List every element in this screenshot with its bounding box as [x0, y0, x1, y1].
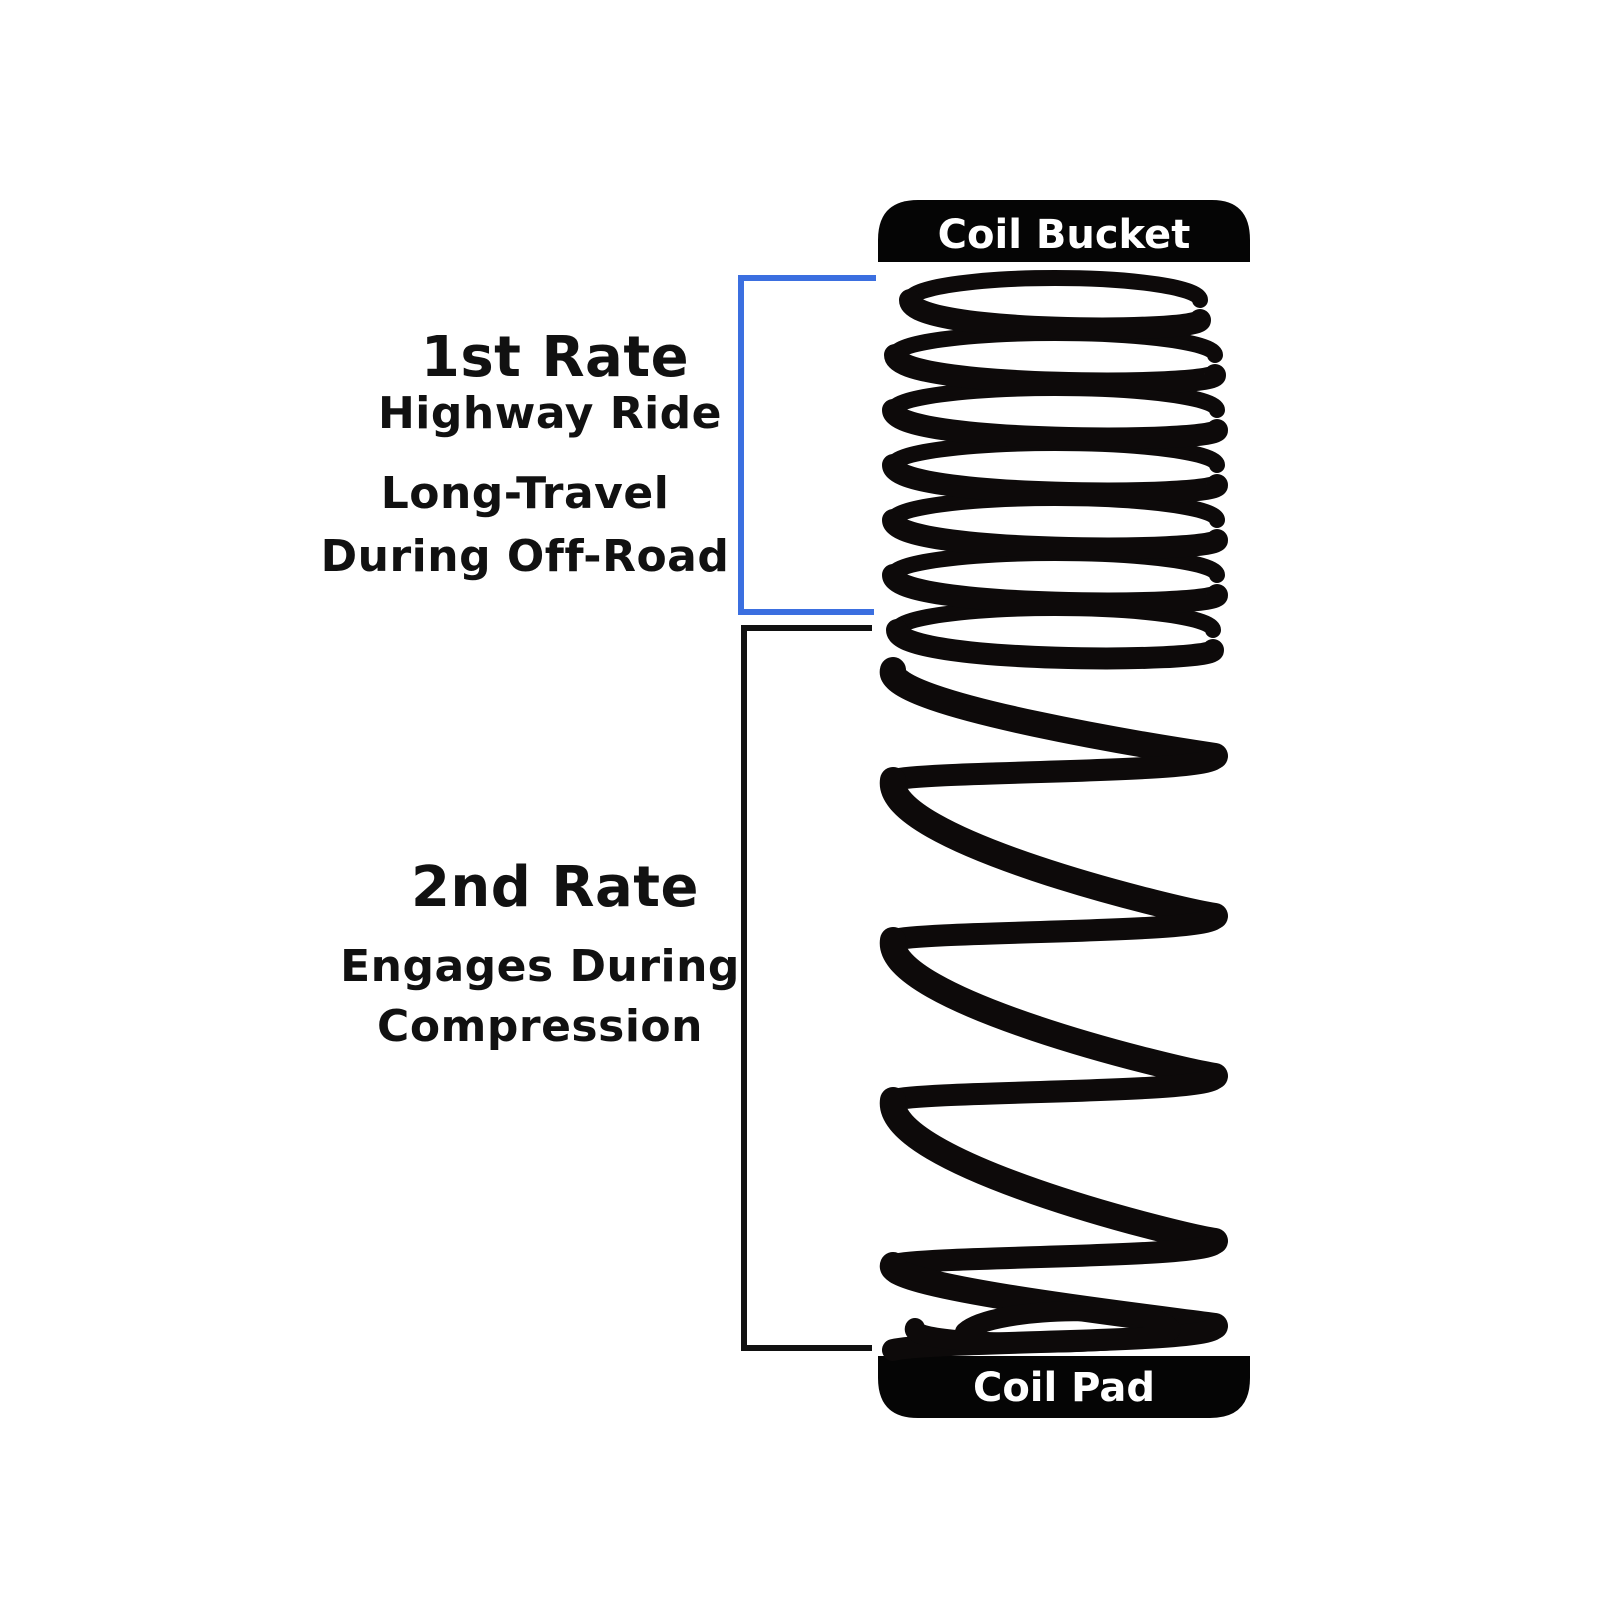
spring-coil-segment [882, 564, 1228, 615]
second-rate-line-engages: Engages During [340, 941, 740, 992]
coil-bucket-cap [878, 200, 1250, 262]
spring-coil-segment [882, 399, 1228, 450]
second-rate-title: 2nd Rate [410, 855, 700, 920]
first-rate-line-long-travel: Long-Travel [380, 468, 670, 519]
spring-coil-segment [882, 1065, 1227, 1111]
first-rate-line-off-road: During Off-Road [320, 531, 730, 582]
spring-coil-segment [902, 270, 1208, 308]
spring-coil-segment [899, 289, 1211, 340]
coil-bucket-label: Coil Bucket [937, 212, 1191, 258]
spring-coil-segment [880, 657, 1228, 769]
spring-coil-segment [884, 344, 1226, 395]
spring-coil-segment [879, 1252, 1228, 1339]
coil-pad-cap [878, 1356, 1250, 1418]
second-rate-bracket [741, 625, 872, 1351]
spring-coil-segment [880, 767, 1228, 929]
spring-coil-segment [904, 1301, 1181, 1353]
first-rate-line-highway: Highway Ride [377, 388, 722, 439]
spring-coil-segment [882, 745, 1227, 791]
spring-coil-segment [886, 619, 1224, 670]
coil-spring-icon [879, 270, 1228, 1361]
coil-pad-label: Coil Pad [972, 1365, 1156, 1411]
first-rate-title: 1st Rate [420, 325, 690, 390]
spring-coil-segment [880, 1087, 1228, 1254]
spring-coil-segment [882, 1230, 1227, 1276]
spring-coil-segment [882, 509, 1228, 560]
first-rate-bracket [738, 275, 876, 615]
spring-coil-segment [882, 454, 1228, 505]
spring-coil-segment [880, 927, 1228, 1089]
second-rate-line-compression: Compression [377, 1001, 703, 1052]
spring-coil-segment [882, 905, 1227, 951]
